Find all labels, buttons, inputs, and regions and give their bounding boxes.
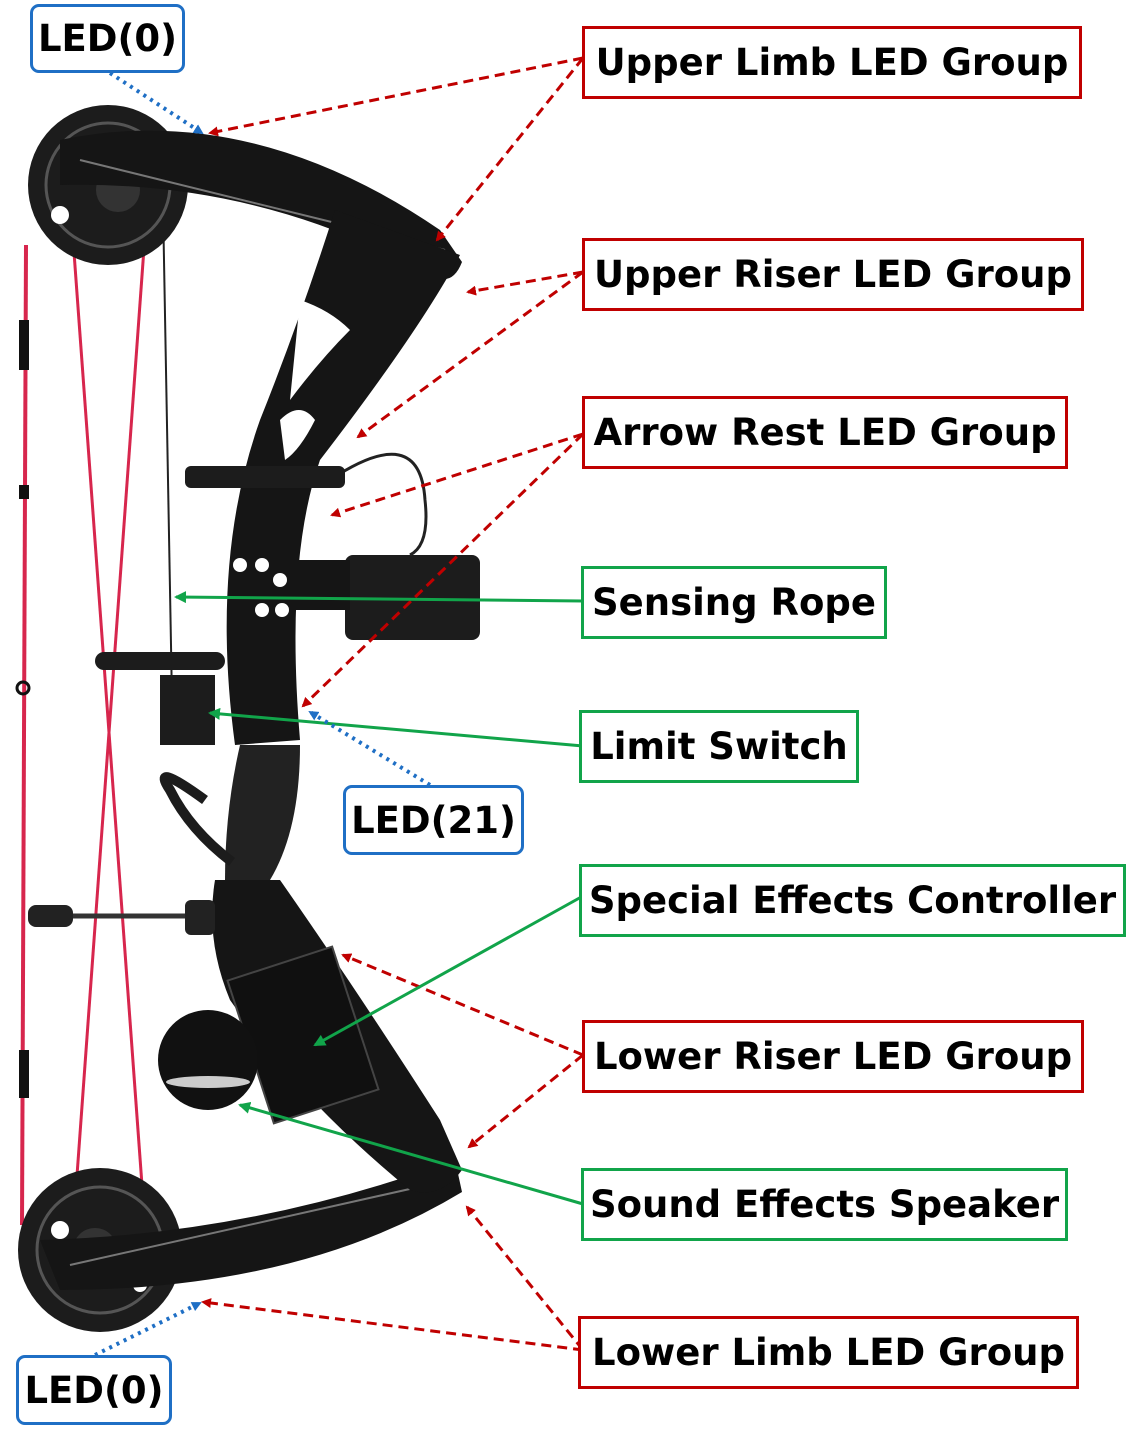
arrow-arrow-rest-1 xyxy=(330,432,584,518)
label-sound-effects-speaker: Sound Effects Speaker xyxy=(581,1168,1068,1241)
led-group-arrows xyxy=(201,56,585,1352)
label-led-index-top: LED(0) xyxy=(30,4,185,73)
arrow-led-bottom xyxy=(94,1301,202,1357)
led-index-arrows xyxy=(94,71,432,1357)
label-arrow-rest-led-group: Arrow Rest LED Group xyxy=(582,396,1068,469)
arrow-upper-riser-1 xyxy=(466,270,584,296)
arrow-rest xyxy=(160,675,215,745)
label-limit-switch: Limit Switch xyxy=(579,710,859,783)
speaker-sphere xyxy=(158,1010,258,1110)
arrow-upper-riser-2 xyxy=(356,270,584,439)
arrow-lower-riser-1 xyxy=(341,953,584,1057)
stabilizer xyxy=(28,905,73,927)
arrow-arrow-rest-2 xyxy=(301,432,585,708)
cable-2 xyxy=(66,164,152,1301)
arrow-sensing-rope xyxy=(174,591,584,604)
label-upper-limb-led-group: Upper Limb LED Group xyxy=(582,26,1082,99)
arrow-limit-switch xyxy=(208,707,584,748)
arrow-led-top xyxy=(108,71,204,135)
label-lower-limb-led-group: Lower Limb LED Group xyxy=(578,1316,1079,1389)
label-lower-riser-led-group: Lower Riser LED Group xyxy=(582,1020,1084,1093)
grip xyxy=(225,745,300,880)
label-special-effects-controller: Special Effects Controller xyxy=(579,864,1126,937)
label-led-index-bottom: LED(0) xyxy=(16,1355,172,1425)
arrow-upper-limb-2 xyxy=(435,57,585,242)
arrow-lower-limb-1 xyxy=(465,1205,585,1351)
arrow-upper-limb-1 xyxy=(208,56,584,137)
bow-sight xyxy=(345,555,480,640)
arrow-special-effects-controller xyxy=(313,894,584,1047)
label-led-index-middle: LED(21) xyxy=(343,785,524,855)
arrow-lower-riser-2 xyxy=(467,1053,584,1149)
arrow-lower-limb-2 xyxy=(201,1298,584,1352)
bow-illustration xyxy=(15,105,480,1332)
label-sensing-rope: Sensing Rope xyxy=(581,566,887,639)
component-arrows xyxy=(174,591,584,1206)
arrow-sound-effects-speaker xyxy=(238,1102,584,1206)
label-upper-riser-led-group: Upper Riser LED Group xyxy=(582,238,1084,311)
